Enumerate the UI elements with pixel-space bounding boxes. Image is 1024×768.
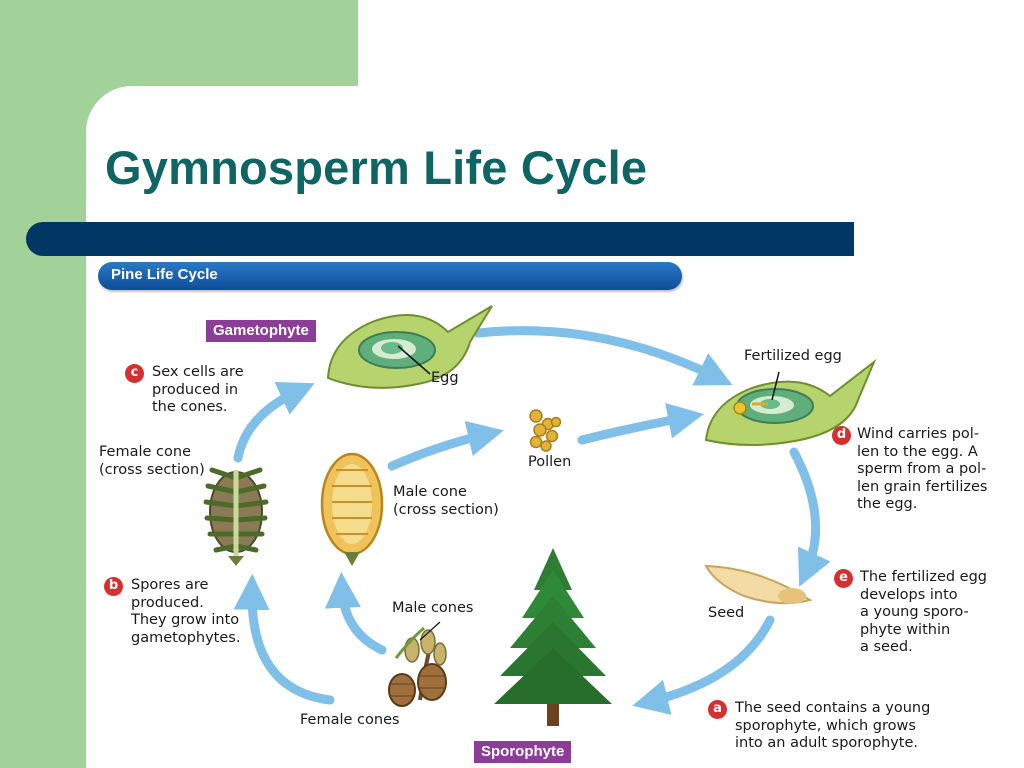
pollen-grains — [529, 409, 562, 452]
step-d-text: Wind carries pol- len to the egg. A sper… — [857, 426, 988, 512]
male-cone-label: Male cone (cross section) — [393, 484, 499, 518]
egg-label: Egg — [431, 370, 459, 386]
sporophyte-badge: Sporophyte — [474, 741, 572, 763]
step-e-text: The fertilized egg develops into a young… — [860, 569, 988, 655]
seed-illustration — [704, 564, 813, 605]
fertilized-ovule — [704, 358, 877, 446]
arrow-seed-to-sporophyte — [632, 615, 775, 715]
seed-label: Seed — [708, 605, 745, 621]
arrow-female-cone-to-gametophyte — [233, 381, 315, 463]
figure-header-bar: Pine Life Cycle — [98, 262, 682, 290]
fertilized-egg-label: Fertilized egg — [744, 348, 842, 364]
step-c-badge: c — [125, 364, 144, 383]
arrow-cones-to-male-cone — [324, 571, 387, 655]
arrow-pollen-to-egg — [577, 403, 704, 445]
step-a-text: The seed contains a young sporophyte, wh… — [735, 700, 931, 751]
gametophyte-ovule — [326, 305, 493, 389]
arrow-gametophyte-to-fertilized — [473, 326, 733, 386]
male-cones-label: Male cones — [392, 600, 474, 616]
arrow-cones-to-female-cone — [233, 573, 335, 705]
male-cone-cross-section — [320, 452, 384, 566]
step-d-badge: d — [832, 426, 851, 445]
step-b-text: Spores are produced. They grow into game… — [131, 577, 241, 646]
arrow-fertilized-to-seed — [789, 447, 831, 587]
step-c-text: Sex cells are produced in the cones. — [152, 364, 244, 415]
cone-branch — [388, 621, 447, 707]
step-e-badge: e — [834, 569, 853, 588]
step-b-badge: b — [104, 577, 123, 596]
slide-title: Gymnosperm Life Cycle — [105, 141, 648, 194]
title-rule-bar — [26, 222, 854, 256]
figure-header: Pine Life Cycle — [111, 266, 218, 283]
pollen-label: Pollen — [528, 454, 572, 470]
female-cones-label: Female cones — [300, 712, 400, 728]
gametophyte-badge: Gametophyte — [206, 320, 316, 342]
female-cone-cross-section — [203, 467, 269, 566]
pine-tree — [494, 548, 612, 726]
step-a-badge: a — [708, 700, 727, 719]
female-cone-label: Female cone (cross section) — [99, 444, 205, 478]
cycle-arrows — [233, 326, 831, 715]
arrow-male-cone-to-pollen — [387, 420, 504, 471]
